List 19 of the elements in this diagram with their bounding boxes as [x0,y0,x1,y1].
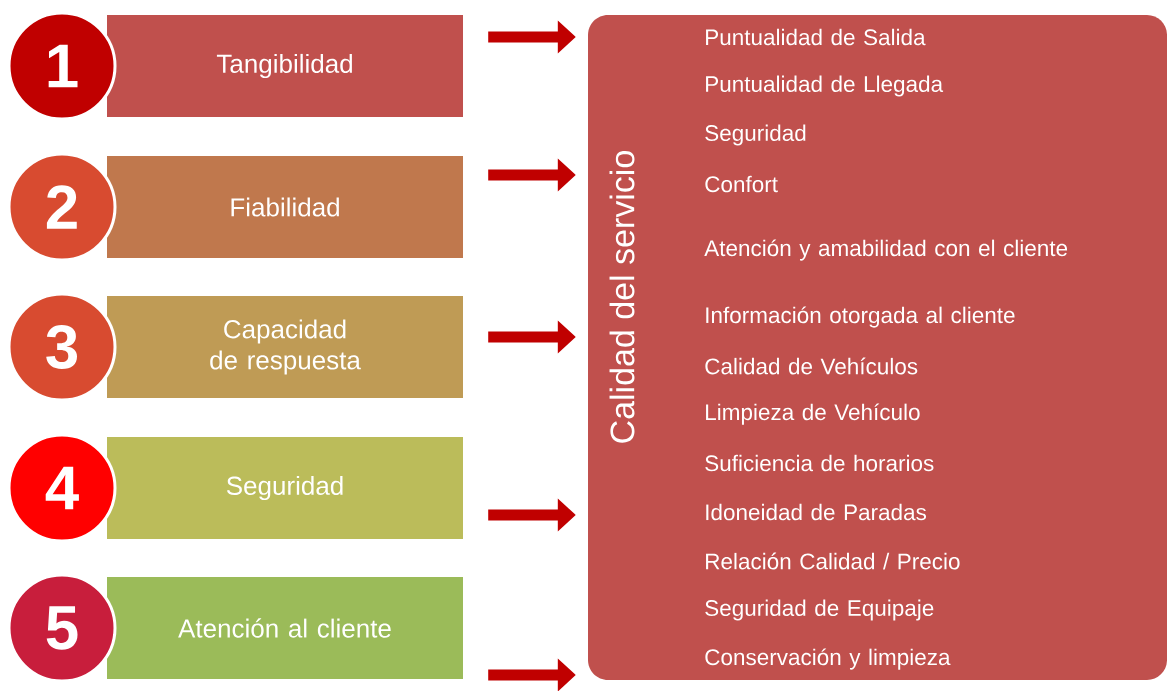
list-item: Suficiencia de horarios [705,454,934,472]
list-item: Puntualidad de Salida [706,28,926,46]
category-box: Capacidad de respuesta [107,296,463,398]
list-item: Información otorgada al cliente [706,306,1015,328]
list-item: Confort [705,175,778,193]
list-item: Relación Calidad / Precio [706,552,960,570]
category-box: Fiabilidad [107,156,463,258]
category-box: Atención al cliente [107,577,463,679]
category-box: Tangibilidad [107,15,463,117]
list-item: Seguridad de Equipaje [705,599,934,621]
list-item: Calidad de Vehículos [705,357,918,375]
list-item: Conservación y limpieza [705,648,951,670]
list-item: Atención y amabilidad con el cliente [704,239,1068,261]
panel-heading: Calidad del servicio [609,151,635,443]
list-item: Seguridad [705,124,806,146]
category-box: Seguridad [107,437,463,539]
list-item: Limpieza de Vehículo [706,403,920,425]
list-item: Puntualidad de Llegada [706,75,944,97]
list-item: Idoneidad de Paradas [706,503,926,521]
